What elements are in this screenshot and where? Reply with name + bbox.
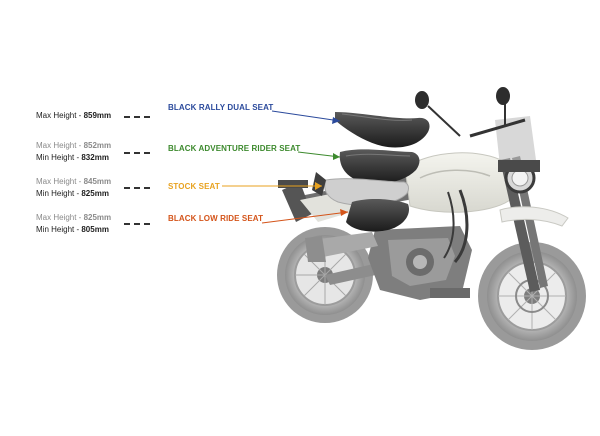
seat-label-stock: STOCK SEAT [168, 182, 220, 191]
min-height-value: 832mm [81, 153, 109, 162]
seat-label-adventure-rider: BLACK ADVENTURE RIDER SEAT [168, 144, 301, 153]
seat-black-adventure-rider [339, 149, 420, 184]
seat-label-low-ride: BLACK LOW RIDE SEAT [168, 214, 264, 223]
seat-arrow-stock [222, 182, 322, 190]
min-height-value: 825mm [81, 189, 109, 198]
seat-label-rally-dual: BLACK RALLY DUAL SEAT [168, 103, 274, 112]
max-height-value: 845mm [83, 177, 112, 186]
dash-connector [124, 116, 150, 118]
max-height-value: 859mm [83, 111, 112, 120]
min-height-label: Min Height - [36, 189, 82, 198]
max-height-value: 825mm [83, 213, 112, 222]
min-height-label: Min Height - [36, 153, 82, 162]
spec-rally-dual: Max Height - 859mm [36, 110, 111, 122]
max-height-label: Max Height - [36, 213, 84, 222]
max-height-value: 852mm [83, 141, 112, 150]
engine [368, 226, 472, 300]
fuel-tank [404, 152, 511, 213]
seat-stock [312, 172, 409, 206]
dash-connector [124, 152, 150, 154]
headlight [495, 116, 540, 194]
min-height-value: 805mm [81, 225, 109, 234]
spec-adventure-rider: Max Height - 852mm Min Height - 832mm [36, 140, 111, 164]
max-height-label: Max Height - [36, 141, 84, 150]
spec-stock: Max Height - 845mm Min Height - 825mm [36, 176, 111, 200]
seat-black-rally-dual [335, 112, 430, 148]
min-height-label: Min Height - [36, 225, 82, 234]
dash-connector [124, 223, 150, 225]
seat-arrow-low-ride [261, 209, 349, 224]
seat-arrow-rally-dual [271, 110, 341, 124]
max-height-label: Max Height - [36, 177, 84, 186]
max-height-label: Max Height - [36, 111, 84, 120]
seat-arrow-adventure-rider [297, 151, 341, 160]
seat-black-low-ride [346, 198, 410, 232]
front-wheel [478, 242, 586, 350]
spec-low-ride: Max Height - 825mm Min Height - 805mm [36, 212, 111, 236]
dash-connector [124, 187, 150, 189]
